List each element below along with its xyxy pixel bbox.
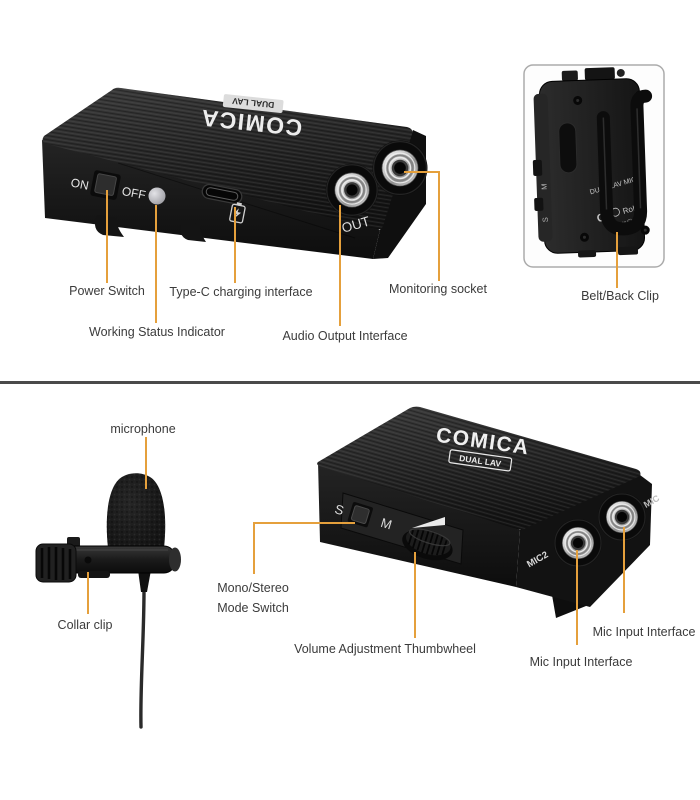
- badge-text: DUAL LAV: [231, 96, 274, 110]
- label-collar-clip: Collar clip: [57, 618, 113, 632]
- mic2-input-jack: [553, 518, 603, 568]
- section-divider: [0, 381, 700, 384]
- receiver-back-view-photo: M S DUAL.LAV MIC CE RoHS Made in China: [523, 64, 665, 268]
- belt-clip: [596, 89, 653, 236]
- label-microphone: microphone: [110, 422, 176, 436]
- label-mic-input-bottom: Mic Input Interface: [529, 655, 633, 669]
- adapter-front-view-photo: COMICA DUAL LAV S M MIC2 MIC: [317, 406, 662, 618]
- brushed-texture: [42, 87, 413, 230]
- power-switch-knob: [90, 170, 121, 200]
- leader-line-mic-input-right: [623, 527, 625, 613]
- leader-line-mode-switch-h: [253, 522, 355, 524]
- mode-switch-side: [532, 159, 543, 176]
- label-belt-back-clip: Belt/Back Clip: [581, 289, 659, 303]
- mic-barrel-cap: [169, 547, 181, 572]
- label-power-switch: Power Switch: [69, 284, 145, 298]
- label-working-status: Working Status Indicator: [89, 325, 225, 339]
- leader-line-volume: [414, 552, 416, 638]
- audio-output-jack: [324, 162, 380, 218]
- off-marking: OFF: [121, 184, 147, 202]
- badge-border: [448, 449, 513, 472]
- label-mode-switch: Mono/Stereo Mode Switch: [217, 578, 289, 618]
- on-marking: ON: [70, 175, 90, 192]
- usb-c-port: [201, 183, 243, 205]
- leader-line-belt-clip: [616, 232, 618, 288]
- label-volume-thumbwheel: Volume Adjustment Thumbwheel: [294, 642, 476, 656]
- brushed-texture: [317, 406, 641, 530]
- s-side-marking: S: [541, 217, 550, 222]
- leader-line-power-switch: [106, 190, 108, 283]
- clip-hook-left: [95, 215, 124, 237]
- mic1-input-jack: [597, 492, 647, 542]
- leader-line-audio-output: [339, 205, 341, 326]
- foam-texture: [106, 473, 166, 555]
- m-side-marking: M: [540, 183, 549, 190]
- leader-line-microphone: [145, 437, 147, 489]
- collar-clip-grip: [35, 543, 110, 583]
- m-marking: M: [379, 515, 394, 533]
- device-back-body: M S DUAL.LAV MIC CE RoHS Made in China: [532, 67, 653, 258]
- label-audio-output: Audio Output Interface: [282, 329, 408, 343]
- status-led: [148, 187, 166, 205]
- receiver-front-view-photo: COMICA DUAL LAV ON OFF OUT: [42, 87, 429, 259]
- leader-line-type-c: [234, 207, 236, 283]
- leader-line-collar-clip: [87, 572, 89, 614]
- monitoring-jack: [371, 139, 429, 197]
- leader-line-mic-input-bottom: [576, 550, 578, 645]
- leader-line-monitoring-v: [438, 171, 440, 281]
- label-monitoring-socket: Monitoring socket: [389, 282, 487, 296]
- leader-line-working-status: [155, 205, 157, 323]
- leader-line-mode-switch-v: [253, 522, 255, 574]
- leader-line-monitoring-h: [404, 171, 440, 173]
- label-type-c: Type-C charging interface: [169, 285, 313, 299]
- mic-cable: [139, 588, 146, 729]
- label-mode-switch-line2: Mode Switch: [217, 601, 289, 615]
- badge-plate: [222, 94, 284, 113]
- strain-relief: [138, 570, 151, 592]
- mode-switch-knob: [347, 502, 373, 528]
- clip-hook-right: [180, 221, 206, 242]
- lavalier-microphone-photo: [35, 473, 181, 729]
- volume-indicator-triangle: [412, 517, 445, 528]
- label-mic-input-right: Mic Input Interface: [592, 625, 696, 639]
- label-mode-switch-line1: Mono/Stereo: [217, 581, 289, 595]
